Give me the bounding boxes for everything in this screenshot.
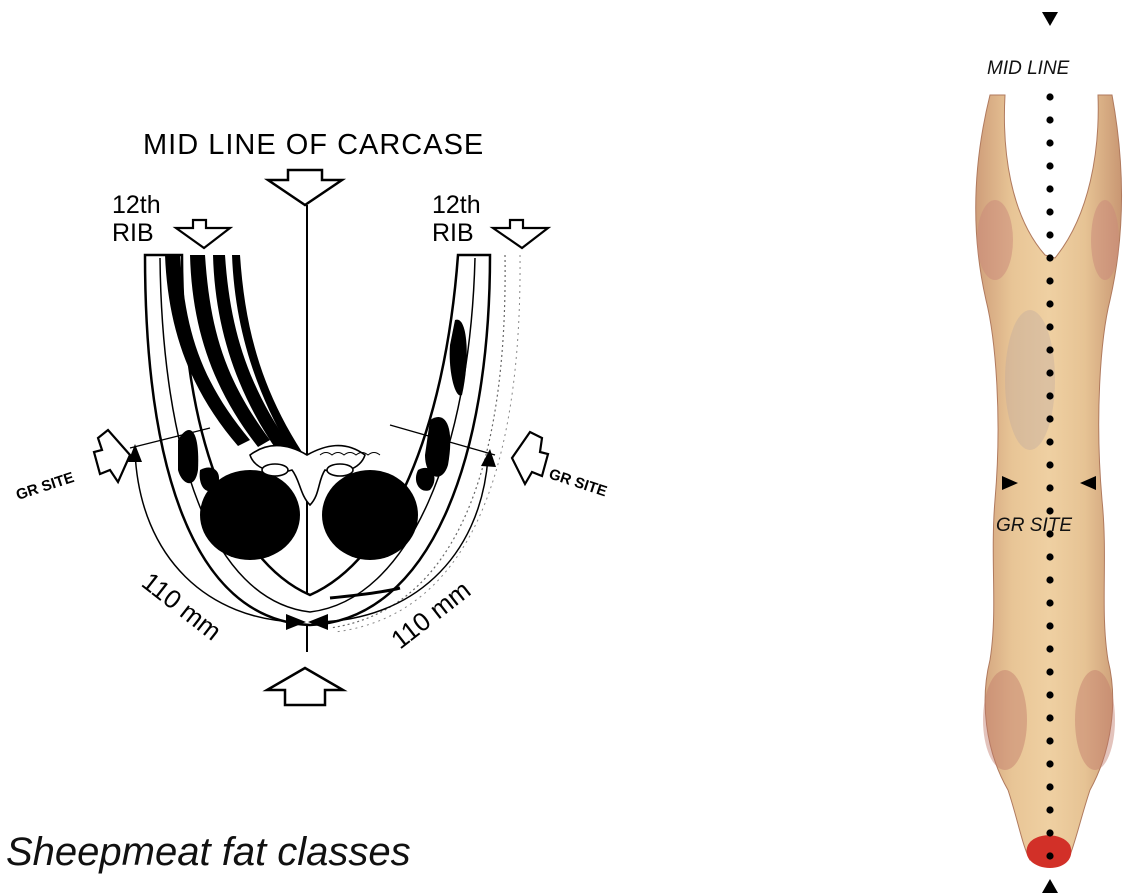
mid-line-dot <box>1046 369 1053 376</box>
gr-site-right-label: GR SITE <box>547 466 609 501</box>
mid-line-label: MID LINE <box>987 58 1070 79</box>
mid-line-dot <box>1046 737 1053 744</box>
mid-line-dot <box>1046 185 1053 192</box>
rib-right-line2: RIB <box>432 219 474 247</box>
mid-line-dot <box>1046 208 1053 215</box>
mid-line-dot <box>1046 507 1053 514</box>
mid-line-dot <box>1046 323 1053 330</box>
shoulder-patch-left <box>977 200 1013 280</box>
mid-line-dot <box>1046 829 1053 836</box>
carcase-photo: MID LINE GR SITE <box>940 0 1128 893</box>
mid-line-bottom-arrow <box>267 668 343 705</box>
caption: Sheepmeat fat classes <box>6 830 411 875</box>
mid-line-dot <box>1046 93 1053 100</box>
mid-line-dot <box>1046 277 1053 284</box>
diagram-title: MID LINE OF CARCASE <box>143 129 484 161</box>
gr-site-label: GR SITE <box>996 515 1072 536</box>
mid-line-dot <box>1046 553 1053 560</box>
mid-line-dot <box>1046 852 1053 859</box>
measure-right-label: 110 mm <box>385 574 476 654</box>
rib-right-line1: 12th <box>432 191 481 219</box>
mid-line-dot <box>1046 392 1053 399</box>
mid-line-bottom-marker <box>1042 879 1058 893</box>
mid-line-dot <box>1046 116 1053 123</box>
mid-line-dot <box>1046 760 1053 767</box>
leg-patch-right <box>1075 670 1115 770</box>
rib-left-arrow <box>176 220 230 248</box>
mid-line-dot <box>1046 415 1053 422</box>
gr-left-arrow <box>94 430 130 482</box>
mid-line-dot <box>1046 461 1053 468</box>
neck-end <box>1027 835 1072 868</box>
mid-line-top-arrow <box>268 170 342 205</box>
mid-line-dot <box>1046 668 1053 675</box>
measure-left-head-top <box>128 444 142 462</box>
mid-line-dot <box>1046 162 1053 169</box>
mid-line-top-marker <box>1042 12 1058 26</box>
mid-line-dot <box>1046 139 1053 146</box>
measure-left-label: 110 mm <box>136 566 227 646</box>
mid-line-dot <box>1046 714 1053 721</box>
leg-patch-left <box>983 670 1027 770</box>
rib-right-arrow <box>493 220 548 248</box>
mid-line-dot <box>1046 254 1053 261</box>
mid-line-dot <box>1046 806 1053 813</box>
gr-site-left-label: GR SITE <box>14 469 76 504</box>
shoulder-patch-right <box>1091 200 1119 280</box>
mid-line-dot <box>1046 231 1053 238</box>
rib-left-line1: 12th <box>112 191 161 219</box>
mid-line-dot <box>1046 622 1053 629</box>
mid-line-dot <box>1046 645 1053 652</box>
gr-right-arrow <box>512 432 548 484</box>
cross-section-diagram: MID LINE OF CARCASE 12th RIB 12th RIB <box>0 0 760 800</box>
mid-line-dot <box>1046 484 1053 491</box>
mid-line-dot <box>1046 300 1053 307</box>
mid-line-dot <box>1046 599 1053 606</box>
flank-shade <box>1005 310 1055 450</box>
rib-left-line2: RIB <box>112 219 154 247</box>
mid-line-dot <box>1046 576 1053 583</box>
mid-line-dot <box>1046 346 1053 353</box>
mid-line-dot <box>1046 783 1053 790</box>
mid-line-dot <box>1046 438 1053 445</box>
mid-line-dot <box>1046 691 1053 698</box>
